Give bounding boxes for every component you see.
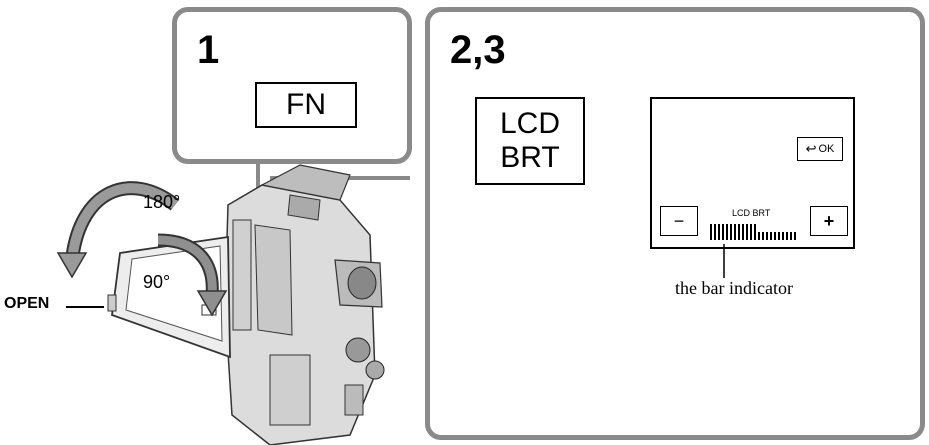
return-arrow-icon: ↩ <box>805 141 817 156</box>
bar-tick <box>718 224 720 240</box>
lcd-brt-button[interactable]: LCD BRT <box>475 97 585 185</box>
bar-tick <box>750 224 752 240</box>
lcd-screen: ↩ OK − + LCD BRT <box>650 97 855 249</box>
step-1-number: 1 <box>197 28 220 72</box>
bar-indicator <box>710 224 796 240</box>
bar-tick <box>794 232 796 240</box>
angle-180-label: 180° <box>143 192 181 212</box>
bar-tick <box>754 224 756 240</box>
lcd-brt-line2: BRT <box>500 141 560 174</box>
open-label: OPEN <box>4 295 50 312</box>
plus-button[interactable]: + <box>810 206 848 236</box>
bar-tick <box>742 224 744 240</box>
fn-button-label: FN <box>286 88 326 121</box>
bar-tick <box>738 224 740 240</box>
bar-tick <box>730 224 732 240</box>
bar-tick <box>758 232 760 240</box>
bar-tick <box>714 224 716 240</box>
bar-indicator-callout: the bar indicator <box>675 278 793 298</box>
bar-tick <box>722 224 724 240</box>
bar-tick <box>774 232 776 240</box>
minus-label: − <box>673 210 685 231</box>
bar-tick <box>778 232 780 240</box>
lcd-brt-screen-label: LCD BRT <box>732 208 771 218</box>
bar-tick <box>734 224 736 240</box>
bar-tick <box>782 232 784 240</box>
bar-tick <box>710 224 712 240</box>
bar-tick <box>746 224 748 240</box>
minus-button[interactable]: − <box>660 206 698 236</box>
step-2-3-number: 2,3 <box>450 28 506 72</box>
step-2-3-panel: 2,3 LCD BRT ↩ OK − + LCD BRT the bar ind… <box>425 7 925 440</box>
bar-tick <box>786 232 788 240</box>
step-1-panel: 1 FN <box>172 7 412 164</box>
bar-tick <box>762 232 764 240</box>
bar-tick <box>790 232 792 240</box>
bar-tick <box>766 232 768 240</box>
fn-button[interactable]: FN <box>255 82 357 128</box>
ok-label: OK <box>818 143 835 155</box>
lcd-brt-line1: LCD <box>499 107 560 140</box>
angle-90-label: 90° <box>143 272 171 292</box>
bar-tick <box>770 232 772 240</box>
camcorder-illustration <box>56 164 385 445</box>
callout-line <box>723 244 725 278</box>
bar-tick <box>726 224 728 240</box>
ok-button[interactable]: ↩ OK <box>797 137 843 161</box>
plus-label: + <box>823 210 835 231</box>
